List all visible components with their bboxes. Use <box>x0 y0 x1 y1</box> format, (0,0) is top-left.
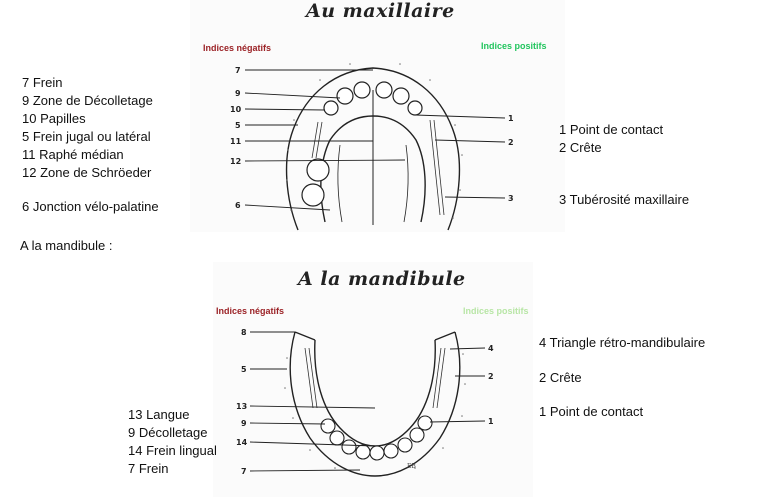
maxilla-number-label: 9 <box>235 89 241 98</box>
mandible-positive-indices-label: Indices positifs <box>463 306 529 316</box>
maxilla-stipple <box>286 63 463 219</box>
mandible-leader-lines <box>249 331 486 472</box>
legend-item: 11 Raphé médian <box>22 147 124 162</box>
maxilla-leader-lines <box>244 69 506 211</box>
maxilla-ridge-hatching <box>311 119 445 216</box>
maxilla-title: Au maxillaire <box>306 0 455 22</box>
mandible-left-legend: 13 Langue 9 Décolletage 14 Frein lingual… <box>128 406 217 478</box>
maxilla-number-label: 10 <box>230 105 242 114</box>
mandible-diagram: 8 5 13 9 14 7 4 2 1 EB <box>236 328 494 477</box>
maxilla-number-label: 11 <box>230 137 242 146</box>
mandible-signature: EB <box>407 463 416 470</box>
maxilla-negative-indices-label: Indices négatifs <box>203 43 272 53</box>
legend-item: 1 Point de contact <box>559 122 664 137</box>
maxilla-diagram: 7 9 10 5 11 12 6 1 2 3 <box>230 63 514 231</box>
maxilla-number-label: 2 <box>508 138 514 147</box>
maxilla-tooth <box>336 87 354 105</box>
maxilla-number-label: 1 <box>508 114 514 123</box>
mandible-number-label: 13 <box>236 402 247 411</box>
legend-item: 12 Zone de Schröeder <box>22 165 152 180</box>
maxilla-number-label: 12 <box>230 157 241 166</box>
mandible-negative-indices-label: Indices négatifs <box>216 306 285 316</box>
maxilla-tooth <box>301 183 325 207</box>
mandible-number-label: 1 <box>488 417 494 426</box>
mandible-tooth <box>383 443 399 459</box>
legend-item: 14 Frein lingual <box>128 443 217 458</box>
mandible-number-label: 5 <box>241 365 247 374</box>
mandible-tooth <box>397 437 413 453</box>
mandible-ridge-hatching <box>304 347 446 409</box>
mandible-tooth <box>320 418 336 434</box>
mandible-number-label: 2 <box>488 372 494 381</box>
mandible-right-legend-item: 4 Triangle rétro-mandibulaire <box>539 335 706 350</box>
mandible-tooth <box>341 439 357 455</box>
maxilla-tooth <box>375 81 393 99</box>
maxilla-tooth <box>323 100 339 116</box>
maxilla-tooth <box>407 100 423 116</box>
maxilla-left-numbers: 7 9 10 5 11 12 6 <box>230 66 242 210</box>
mandible-section-label: A la mandibule : <box>20 238 113 253</box>
mandible-title: A la mandibule <box>298 268 466 290</box>
mandible-tooth <box>355 444 371 460</box>
maxilla-positive-indices-label: Indices positifs <box>481 41 547 51</box>
mandible-tooth <box>409 427 425 443</box>
mandible-tooth <box>369 445 385 461</box>
mandible-number-label: 4 <box>488 344 494 353</box>
maxilla-legend-extra: 3 Tubérosité maxillaire <box>559 192 690 207</box>
mandible-number-label: 8 <box>241 328 247 337</box>
mandible-right-numbers: 4 2 1 <box>488 344 494 426</box>
maxilla-right-numbers: 1 2 3 <box>508 114 514 203</box>
maxilla-legend-extra: 6 Jonction vélo-palatine <box>22 199 159 214</box>
maxilla-tooth <box>353 81 371 99</box>
legend-item: 5 Frein jugal ou latéral <box>22 129 151 144</box>
mandible-left-numbers: 8 5 13 9 14 7 <box>236 328 248 476</box>
legend-item: 2 Crête <box>559 140 602 155</box>
mandible-tooth <box>417 415 433 431</box>
maxilla-teeth <box>301 81 423 207</box>
mandible-teeth <box>320 415 433 461</box>
maxilla-number-label: 5 <box>235 121 241 130</box>
maxilla-number-label: 6 <box>235 201 241 210</box>
mandible-number-label: 14 <box>236 438 248 447</box>
maxilla-number-label: 3 <box>508 194 514 203</box>
legend-item: 7 Frein <box>22 75 63 90</box>
mandible-stipple <box>284 353 466 469</box>
maxilla-tooth <box>392 87 410 105</box>
mandible-number-label: 9 <box>241 419 247 428</box>
legend-item: 9 Décolletage <box>128 425 208 440</box>
maxilla-tooth <box>306 158 330 182</box>
legend-item: 9 Zone de Décolletage <box>22 93 153 108</box>
legend-item: 10 Papilles <box>22 111 86 126</box>
mandible-right-legend-item: 2 Crête <box>539 370 582 385</box>
mandible-right-legend-item: 1 Point de contact <box>539 404 644 419</box>
maxilla-right-legend: 1 Point de contact 2 Crête <box>559 121 663 157</box>
maxilla-left-legend: 7 Frein 9 Zone de Décolletage 10 Papille… <box>22 74 153 182</box>
legend-item: 7 Frein <box>128 461 169 476</box>
mandible-tooth <box>329 430 345 446</box>
mandible-number-label: 7 <box>241 467 247 476</box>
legend-item: 13 Langue <box>128 407 190 422</box>
maxilla-number-label: 7 <box>235 66 241 75</box>
